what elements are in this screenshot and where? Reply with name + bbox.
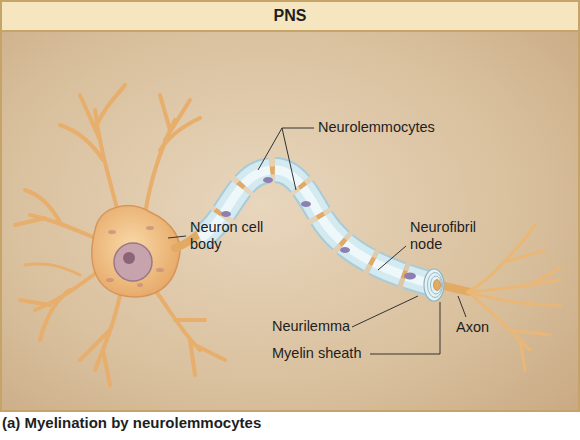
figure-caption: (a) Myelination by neurolemmocytes — [2, 413, 261, 433]
nucleolus — [123, 252, 135, 264]
part-label: Neurofibril node — [410, 219, 492, 253]
panel-background — [1, 1, 579, 411]
part-label: Myelin sheath — [272, 345, 382, 362]
header-band — [1, 1, 579, 31]
panel-title: PNS — [1, 1, 579, 31]
myelin-cut-end — [424, 269, 444, 301]
nucleus — [114, 243, 152, 281]
part-label: Neurilemma — [272, 318, 382, 335]
cell-body — [92, 206, 180, 297]
part-label: Neurolemmocytes — [318, 119, 468, 136]
axon-terminals — [468, 225, 560, 370]
part-label: Axon — [456, 319, 516, 336]
organelles — [106, 226, 164, 287]
part-label: Neuron cell body — [190, 219, 268, 253]
